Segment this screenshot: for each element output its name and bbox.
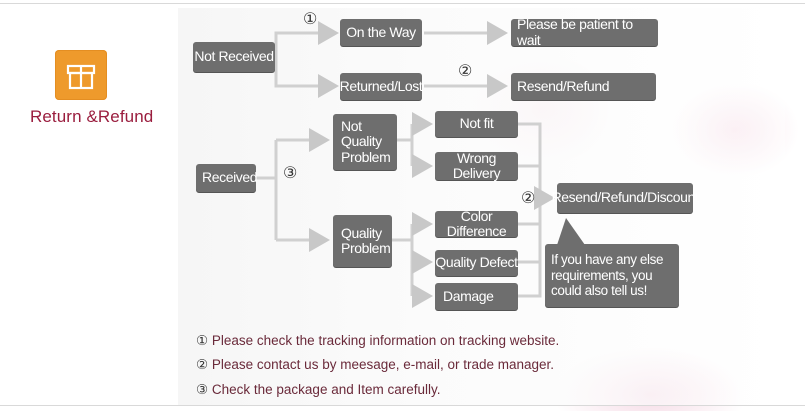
wrong-delivery-box: Wrong Delivery — [435, 150, 518, 181]
returned-lost-box: Returned/Lost — [340, 73, 423, 100]
step-mark-1: ① — [303, 11, 318, 28]
on-the-way-box: On the Way — [340, 19, 422, 46]
received-box: Received — [196, 164, 258, 192]
note-2-mark: ② — [196, 357, 209, 372]
note-3: ③ Check the package and Item carefully. — [196, 382, 441, 398]
bottom-divider — [0, 405, 805, 406]
note-2: ② Please contact us by meesage, e-mail, … — [196, 357, 554, 373]
resend-refund-box: Resend/Refund — [511, 73, 656, 100]
note-1-mark: ① — [196, 333, 209, 348]
quality-problem-box: Quality Problem — [333, 215, 392, 267]
color-difference-box: Color Difference — [435, 208, 518, 239]
not-received-box: Not Received — [193, 42, 275, 72]
step-mark-2b: ② — [521, 190, 536, 207]
damage-box: Damage — [435, 283, 518, 310]
note-1: ① Please check the tracking information … — [196, 333, 559, 349]
gift-icon — [55, 50, 107, 100]
step-mark-2a: ② — [458, 63, 473, 80]
speech-bubble: If you have any else requirements, you c… — [545, 244, 679, 307]
not-quality-problem-box: Not Quality Problem — [333, 114, 397, 170]
note-2-text: Please contact us by meesage, e-mail, or… — [211, 357, 555, 372]
quality-defect-box: Quality Defect — [435, 250, 518, 276]
resend-refund-discount-box: Resend/Refund/Discount — [552, 183, 699, 213]
brand-title: Return &Refund — [30, 107, 154, 126]
note-3-mark: ③ — [196, 382, 209, 397]
note-3-text: Check the package and Item carefully. — [211, 382, 441, 397]
top-divider — [0, 3, 805, 4]
note-1-text: Please check the tracking information on… — [211, 333, 560, 348]
step-mark-3: ③ — [283, 165, 298, 182]
be-patient-box: Please be patient to wait — [511, 17, 658, 47]
not-fit-box: Not fit — [435, 111, 518, 137]
